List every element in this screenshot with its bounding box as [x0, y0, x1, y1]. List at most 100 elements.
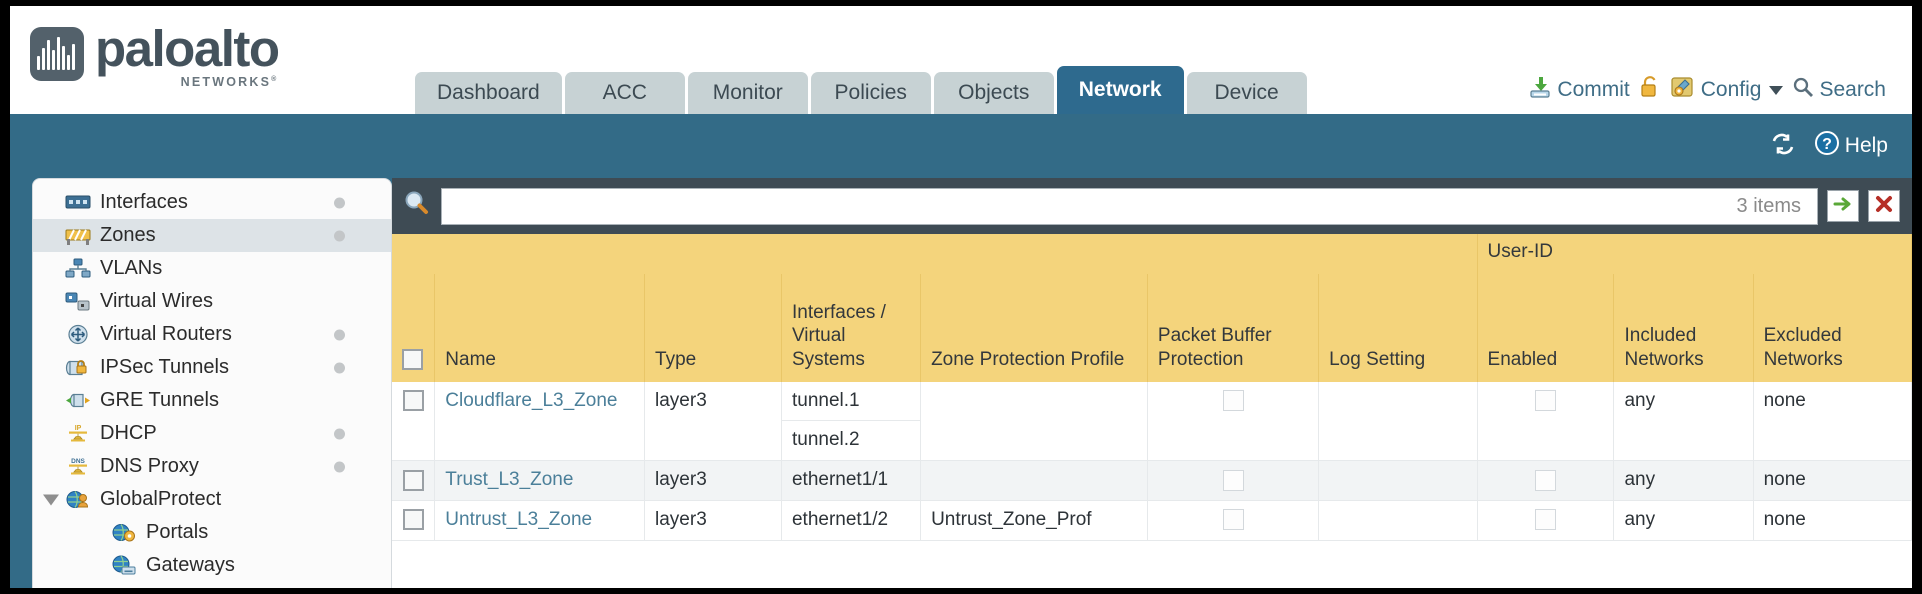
dhcp-icon: IP [65, 423, 91, 444]
sidebar-item-label: GlobalProtect [100, 488, 222, 510]
sidebar-item-vlans[interactable]: VLANs [33, 252, 391, 285]
table-row[interactable]: Untrust_L3_Zone layer3 ethernet1/2 Untru… [392, 500, 1912, 541]
tab-dashboard[interactable]: Dashboard [415, 72, 562, 114]
sidebar-item-gateways[interactable]: Gateways [33, 549, 391, 582]
cell-packet-buffer[interactable] [1147, 460, 1320, 501]
cell-zone-protection [920, 381, 1148, 462]
zone-name-link[interactable]: Trust_L3_Zone [445, 469, 574, 491]
zones-icon [65, 225, 91, 246]
table-row[interactable]: Trust_L3_Zone layer3 ethernet1/1 [392, 460, 1912, 501]
tab-policies[interactable]: Policies [810, 72, 931, 114]
sidebar-item-zones[interactable]: Zones [33, 219, 391, 252]
sidebar-item-label: Interfaces [100, 191, 188, 213]
column-header-packet-buffer[interactable]: Packet Buffer Protection [1147, 273, 1320, 382]
cell-name[interactable]: Untrust_L3_Zone [434, 500, 646, 541]
userid-enabled-checkbox[interactable] [1534, 390, 1556, 412]
row-checkbox[interactable] [402, 390, 424, 412]
help-label: Help [1844, 134, 1888, 157]
userid-enabled-checkbox[interactable] [1534, 509, 1556, 531]
column-header-included[interactable]: Included Networks [1613, 273, 1754, 382]
cell-type: layer3 [644, 460, 782, 501]
refresh-icon[interactable] [1769, 131, 1797, 162]
help-question-icon: ? [1814, 130, 1840, 162]
cell-packet-buffer[interactable] [1147, 381, 1320, 462]
column-header-log-setting[interactable]: Log Setting [1318, 273, 1478, 382]
svg-text:?: ? [1822, 136, 1832, 153]
band-actions: ? Help [1769, 130, 1888, 162]
row-select-cell[interactable] [392, 500, 436, 541]
padlock-icon[interactable] [1639, 75, 1661, 105]
zone-name-link[interactable]: Untrust_L3_Zone [445, 508, 593, 530]
search-input[interactable]: 3 items [441, 187, 1818, 225]
cell-name[interactable]: Cloudflare_L3_Zone [434, 381, 646, 462]
zone-name-link[interactable]: Cloudflare_L3_Zone [445, 389, 618, 411]
apply-filter-button[interactable] [1827, 190, 1859, 222]
column-header-interfaces[interactable]: Interfaces / Virtual Systems [781, 273, 922, 382]
row-checkbox[interactable] [402, 509, 424, 531]
sidebar-item-gre-tunnels[interactable]: GRE Tunnels [33, 384, 391, 417]
tab-device[interactable]: Device [1186, 72, 1307, 114]
cell-userid-enabled[interactable] [1477, 381, 1615, 462]
group-header-spacer [392, 234, 1478, 274]
cell-name[interactable]: Trust_L3_Zone [434, 460, 646, 501]
brand-sub: NETWORKS® [180, 75, 279, 89]
sidebar-item-interfaces[interactable]: Interfaces [33, 186, 391, 219]
help-button[interactable]: ? Help [1814, 130, 1888, 162]
search-button[interactable]: Search [1792, 76, 1886, 104]
interfaces-icon [65, 192, 91, 213]
cell-excluded-networks: none [1753, 500, 1912, 541]
cell-included-networks: any [1613, 460, 1754, 501]
tab-monitor[interactable]: Monitor [687, 72, 808, 114]
gre-tunnels-icon [65, 390, 91, 411]
gateways-icon [111, 555, 137, 576]
packet-buffer-checkbox[interactable] [1222, 509, 1244, 531]
sidebar-item-virtual-routers[interactable]: Virtual Routers [33, 318, 391, 351]
search-magnifier-icon[interactable] [402, 189, 432, 224]
sidebar-item-label: DHCP [100, 422, 157, 444]
column-header-enabled[interactable]: Enabled [1477, 273, 1615, 382]
group-header-userid: User-ID [1477, 234, 1912, 274]
sidebar-item-globalprotect[interactable]: GlobalProtect [33, 483, 391, 516]
chevron-down-icon [1769, 85, 1784, 95]
tab-acc[interactable]: ACC [564, 72, 685, 114]
cell-packet-buffer[interactable] [1147, 500, 1320, 541]
packet-buffer-checkbox[interactable] [1222, 390, 1244, 412]
expander-triangle-icon[interactable] [43, 494, 59, 505]
sidebar-item-dhcp[interactable]: IP DHCP [33, 417, 391, 450]
sidebar-item-portals[interactable]: Portals [33, 516, 391, 549]
commit-save-icon [1528, 75, 1552, 105]
paloalto-logo: paloalto NETWORKS® [30, 20, 280, 89]
items-count: 3 items [1736, 194, 1801, 217]
select-all-header[interactable] [392, 273, 436, 382]
page-body: Interfaces Zones VLANs Vir [10, 178, 1912, 588]
cell-included-networks: any [1613, 500, 1754, 541]
dns-proxy-icon: DNS [65, 456, 91, 477]
config-menu[interactable]: Config [1670, 75, 1784, 105]
row-checkbox[interactable] [402, 469, 424, 491]
sidebar-item-dns-proxy[interactable]: DNS DNS Proxy [33, 450, 391, 483]
sidebar-item-label: Zones [100, 224, 156, 246]
cell-userid-enabled[interactable] [1477, 500, 1615, 541]
sidebar-item-ipsec-tunnels[interactable]: IPSec Tunnels [33, 351, 391, 384]
column-header-type[interactable]: Type [644, 273, 782, 382]
column-header-name[interactable]: Name [434, 273, 646, 382]
cell-userid-enabled[interactable] [1477, 460, 1615, 501]
column-header-excluded[interactable]: Excluded Networks [1753, 273, 1912, 382]
zones-table: User-ID Name Type Interfaces / Virtual S… [392, 234, 1912, 541]
packet-buffer-checkbox[interactable] [1222, 469, 1244, 491]
sidebar-item-virtual-wires[interactable]: Virtual Wires [33, 285, 391, 318]
tab-objects[interactable]: Objects [933, 72, 1054, 114]
brand-name: paloalto [95, 20, 280, 77]
select-all-checkbox[interactable] [402, 349, 423, 371]
row-select-cell[interactable] [392, 381, 436, 462]
row-select-cell[interactable] [392, 460, 436, 501]
clear-filter-button[interactable] [1868, 190, 1900, 222]
table-row[interactable]: Cloudflare_L3_Zone layer3 tunnel.1 tunne… [392, 381, 1912, 462]
column-header-zone-protection[interactable]: Zone Protection Profile [920, 273, 1148, 382]
commit-button[interactable]: Commit [1528, 75, 1630, 105]
globalprotect-icon [65, 489, 91, 510]
tab-network[interactable]: Network [1056, 66, 1184, 114]
userid-enabled-checkbox[interactable] [1534, 469, 1556, 491]
zones-table-wrapper[interactable]: User-ID Name Type Interfaces / Virtual S… [392, 234, 1912, 588]
search-label: Search [1819, 78, 1886, 101]
